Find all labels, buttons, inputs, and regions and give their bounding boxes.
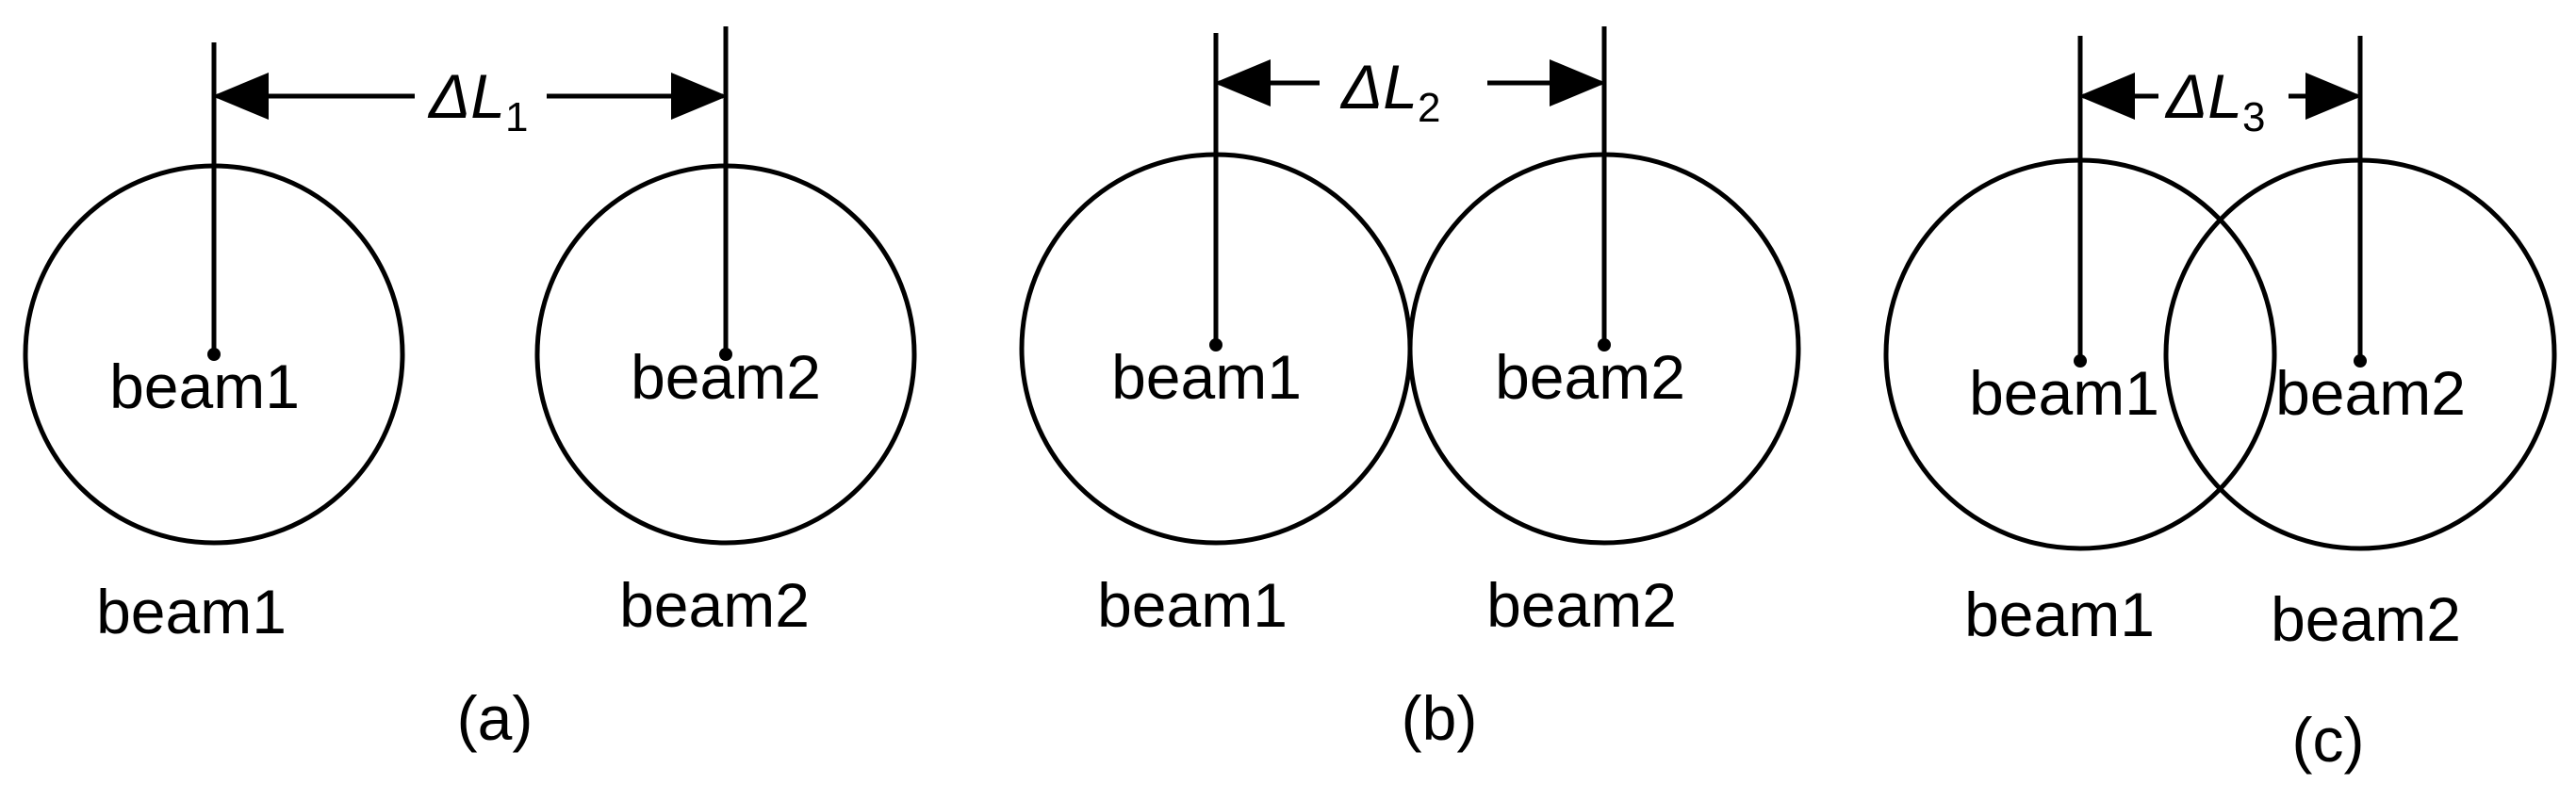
panel-a: ΔL1 beam1 beam2 beam1 beam2 (a) [23,26,917,753]
panel-a-spacing-symbol: ΔL [427,61,505,131]
panel-a-beam1-inner-label: beam1 [109,351,300,421]
panel-a-caption: (a) [457,683,533,753]
panel-b-spacing-label: ΔL2 [1339,52,1440,131]
panel-c-spacing-symbol: ΔL [2164,61,2242,131]
panel-b-beam2-inner-label: beam2 [1495,342,1685,412]
panel-b-beam1-inner-label: beam1 [1111,342,1302,412]
panel-a-beam1-below-label: beam1 [96,577,287,646]
panel-b-spacing-symbol: ΔL [1339,52,1418,122]
panel-c-spacing-label: ΔL3 [2164,61,2265,140]
panel-a-spacing-sub: 1 [505,94,528,140]
panel-c: ΔL3 beam1 beam2 beam1 beam2 (c) [1883,36,2557,775]
panel-b-beam1-below-label: beam1 [1097,570,1288,640]
panel-b: ΔL2 beam1 beam2 beam1 beam2 (b) [1019,26,1801,753]
panel-a-beam2-below-label: beam2 [619,570,810,640]
panel-a-beam1-center [207,348,221,361]
panel-c-beam2-inner-label: beam2 [2275,358,2466,428]
panel-b-spacing-sub: 2 [1418,85,1440,131]
panel-b-beam2-below-label: beam2 [1486,570,1677,640]
panel-c-beam2-below-label: beam2 [2271,584,2461,654]
panel-c-beam1-below-label: beam1 [1964,580,2155,649]
panel-b-beam1-center [1209,338,1222,351]
panel-b-beam2-center [1598,338,1611,351]
panel-c-beam1-center [2074,354,2087,368]
panel-c-spacing-sub: 3 [2242,94,2265,140]
panel-c-beam2-center [2354,354,2367,368]
panel-b-caption: (b) [1402,683,1478,753]
panel-c-caption: (c) [2292,705,2365,775]
panel-a-spacing-label: ΔL1 [427,61,528,140]
panel-a-beam2-center [719,348,732,361]
panel-c-beam1-inner-label: beam1 [1969,358,2159,428]
panel-a-beam2-inner-label: beam2 [631,342,821,412]
